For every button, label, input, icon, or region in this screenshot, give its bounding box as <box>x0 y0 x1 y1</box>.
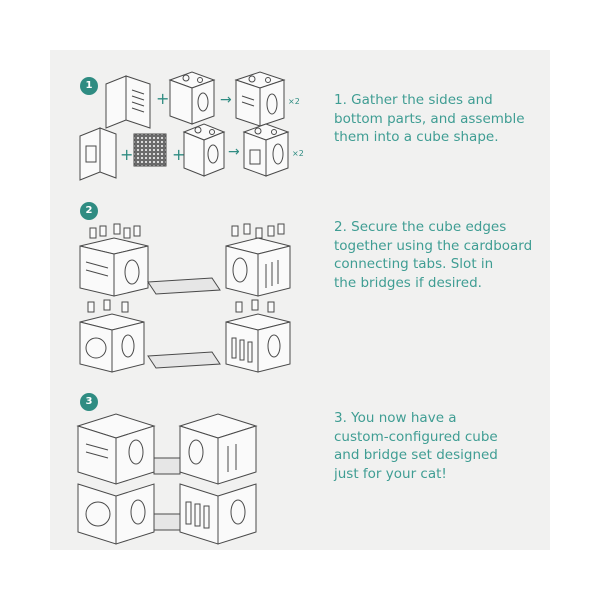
plus-icon: + <box>172 145 185 164</box>
connector-tabs <box>89 223 285 239</box>
assembled-cube-1 <box>234 71 286 127</box>
plus-icon: + <box>120 145 133 164</box>
final-cube-top-right <box>178 413 258 485</box>
step-1-illustration: + → ×2 + + <box>79 71 304 181</box>
side-panel-pair-2 <box>168 71 216 125</box>
final-cube-bottom-right <box>179 483 257 545</box>
step-1-badge: 1 <box>80 77 98 95</box>
final-cube-top-left <box>76 413 156 485</box>
cube-bottom-left <box>79 313 145 373</box>
multiplier-1: ×2 <box>288 97 300 106</box>
step-3-badge: 3 <box>80 393 98 411</box>
plus-icon: + <box>156 89 169 108</box>
cube-top-left <box>79 237 149 297</box>
side-panel-pair-4 <box>182 123 226 177</box>
side-panel-pair <box>105 75 151 129</box>
cube-top-right <box>225 237 291 297</box>
cube-bottom-right <box>225 313 291 373</box>
arrow-icon: → <box>228 144 240 160</box>
arrow-icon: → <box>220 92 232 108</box>
multiplier-2: ×2 <box>292 149 304 158</box>
step-2-illustration <box>79 223 291 373</box>
bridge-2 <box>147 351 221 369</box>
mesh-floor-panel <box>133 133 167 167</box>
step-2-badge: 2 <box>80 202 98 220</box>
final-bridge-bottom <box>153 513 181 531</box>
step-2-text: 2. Secure the cube edges together using … <box>334 219 533 291</box>
final-bridge-top <box>153 457 181 475</box>
final-cube-bottom-left <box>77 483 155 545</box>
bridge-1 <box>147 277 221 295</box>
step-3-illustration <box>76 413 258 545</box>
step-1-text: 1. Gather the sides and bottom parts, an… <box>334 92 525 145</box>
side-panel-pair-3 <box>79 127 117 181</box>
assembled-cube-2 <box>242 123 290 177</box>
step-3-text: 3. You now have a custom-configured cube… <box>334 410 498 482</box>
